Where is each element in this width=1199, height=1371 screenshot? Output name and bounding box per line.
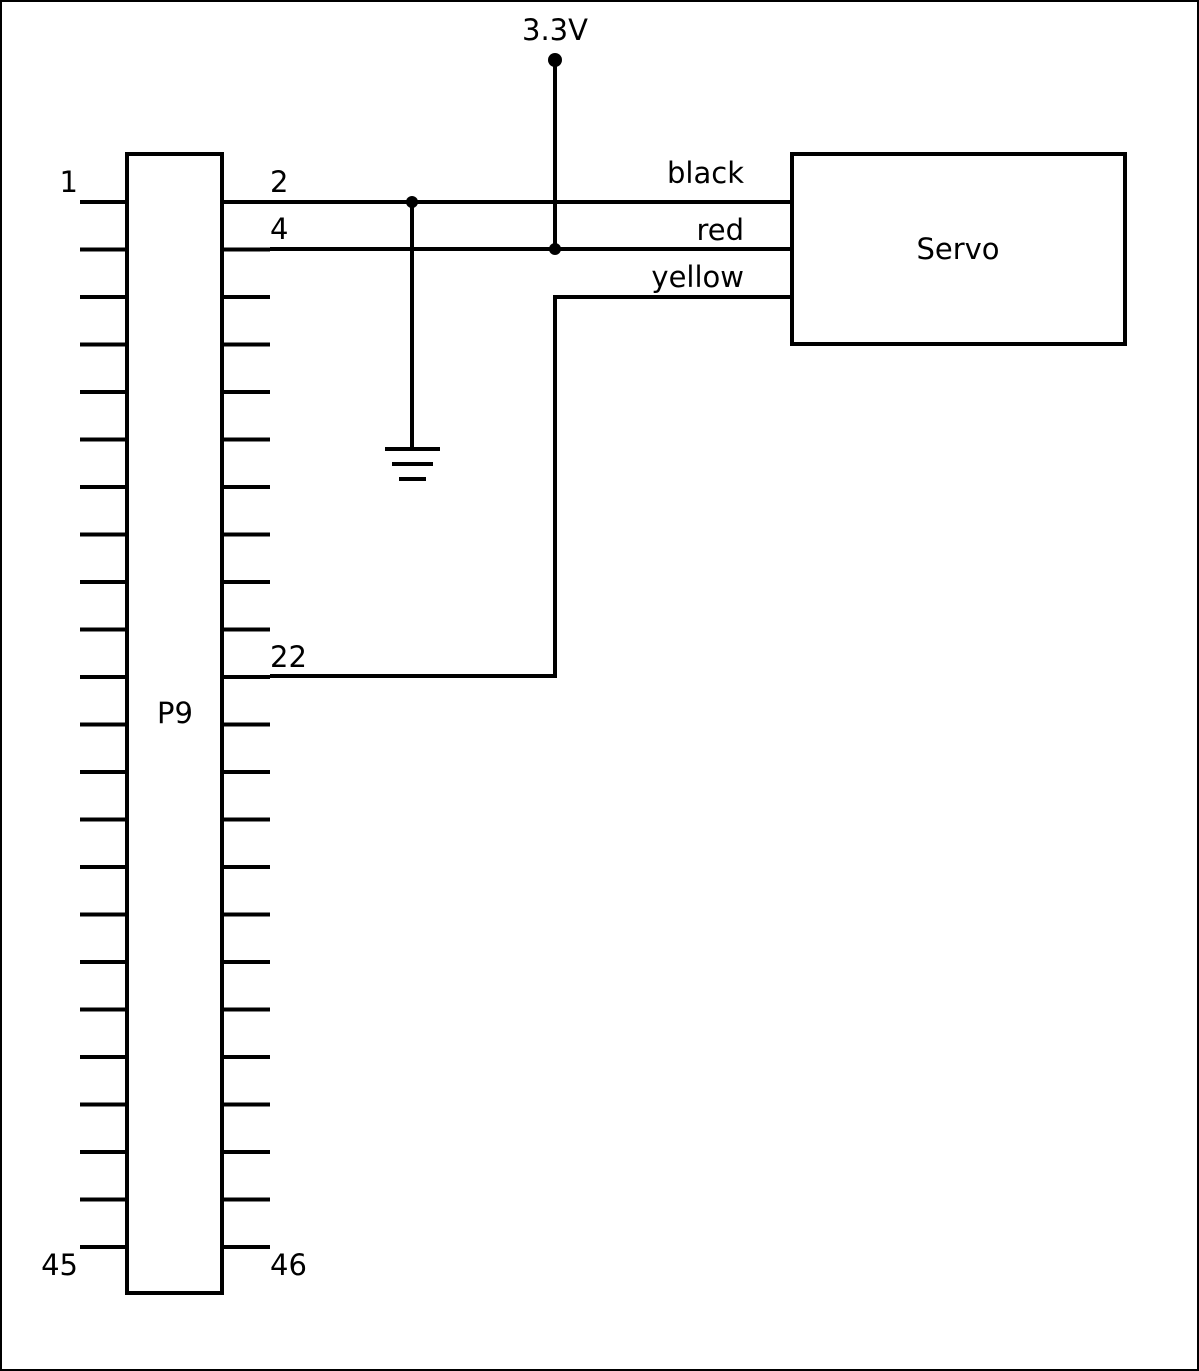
power-terminal-dot	[548, 53, 562, 67]
wire-label-red: red	[696, 213, 744, 247]
pin-label-45: 45	[41, 1248, 78, 1282]
wire-label-yellow: yellow	[651, 260, 744, 294]
p9-header-body	[125, 152, 224, 1295]
pin-label-1: 1	[60, 165, 78, 199]
pin-label-46: 46	[270, 1248, 307, 1282]
right-pin-stubs	[222, 200, 270, 1249]
power-junction-dot	[549, 243, 561, 255]
left-pin-stubs	[80, 200, 127, 1249]
pin-label-2: 2	[270, 165, 288, 199]
ground-symbol-icon	[385, 447, 440, 481]
pin-label-4: 4	[270, 212, 288, 246]
servo-box	[790, 152, 1127, 346]
wire-label-black: black	[667, 156, 744, 190]
pin-label-22: 22	[270, 640, 307, 674]
p9-label: P9	[157, 696, 193, 730]
wire-yellow	[270, 295, 792, 678]
power-net-label: 3.3V	[522, 13, 588, 47]
ground-junction-dot	[406, 196, 418, 208]
servo-label: Servo	[916, 232, 999, 266]
